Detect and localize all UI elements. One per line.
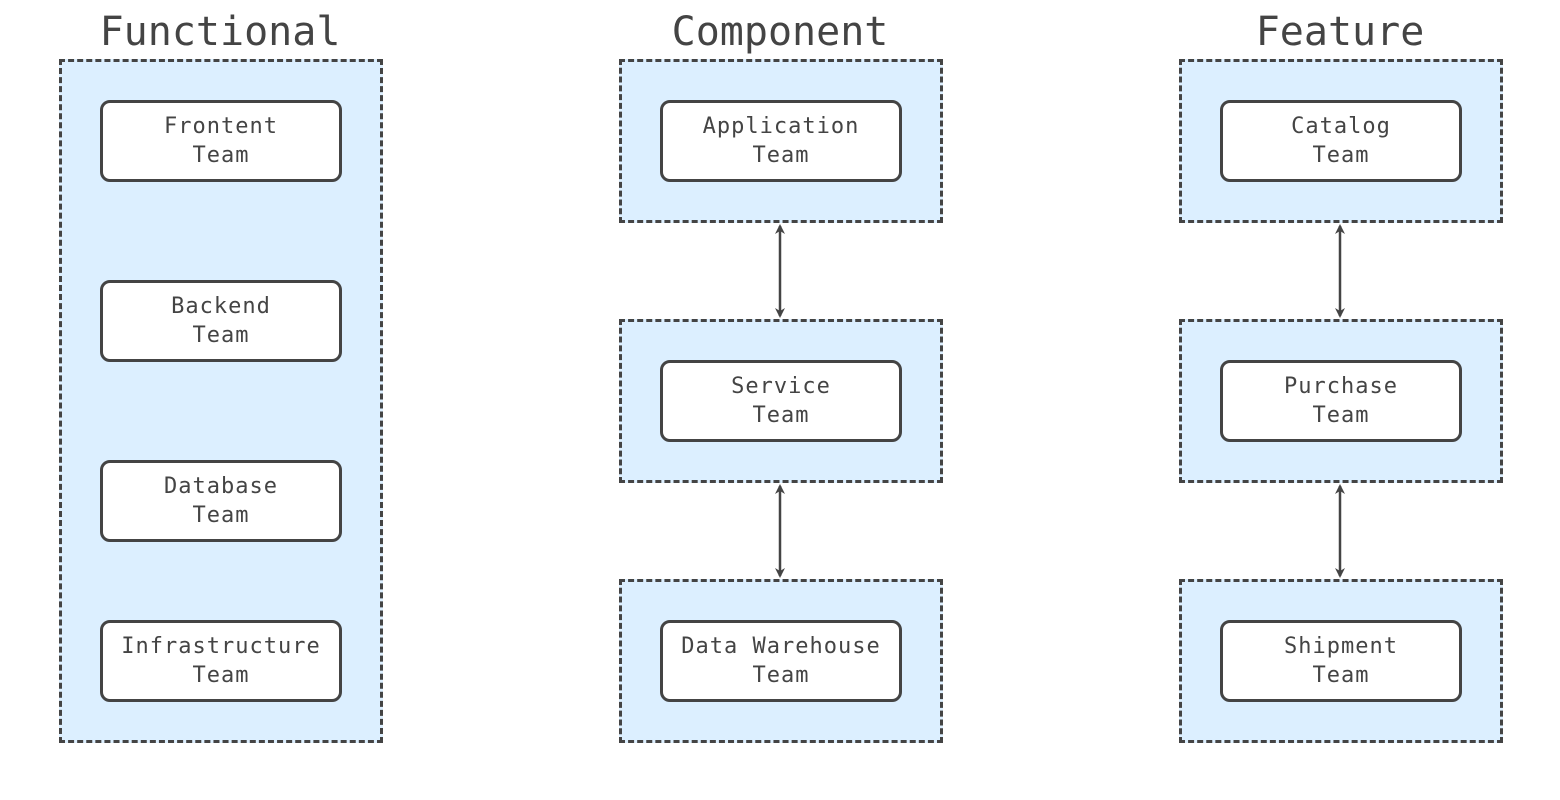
- feature-title: Feature: [1255, 9, 1425, 55]
- team-suffix: Team: [192, 663, 250, 688]
- team-suffix: Team: [192, 323, 250, 348]
- team-suffix: Team: [752, 403, 810, 428]
- team-name: Backend: [171, 294, 271, 319]
- purchase-team-box: Purchase Team: [1220, 360, 1462, 442]
- team-suffix: Team: [1312, 663, 1370, 688]
- team-suffix: Team: [1312, 403, 1370, 428]
- frontend-team-box: Frontent Team: [100, 100, 342, 182]
- team-suffix: Team: [192, 143, 250, 168]
- functional-group: Frontent Team Backend Team Database Team…: [59, 59, 383, 743]
- catalog-group: Catalog Team: [1179, 59, 1503, 223]
- team-suffix: Team: [1312, 143, 1370, 168]
- data-warehouse-group: Data Warehouse Team: [619, 579, 943, 743]
- team-name: Shipment: [1284, 634, 1398, 659]
- shipment-team-box: Shipment Team: [1220, 620, 1462, 702]
- application-team-box: Application Team: [660, 100, 902, 182]
- purchase-group: Purchase Team: [1179, 319, 1503, 483]
- data-warehouse-team-box: Data Warehouse Team: [660, 620, 902, 702]
- functional-title: Functional: [99, 9, 341, 55]
- team-name: Frontent: [164, 114, 278, 139]
- team-name: Service: [731, 374, 831, 399]
- application-group: Application Team: [619, 59, 943, 223]
- component-title: Component: [671, 9, 889, 55]
- team-suffix: Team: [752, 143, 810, 168]
- team-suffix: Team: [192, 503, 250, 528]
- service-team-box: Service Team: [660, 360, 902, 442]
- team-suffix: Team: [752, 663, 810, 688]
- team-name: Data Warehouse: [681, 634, 881, 659]
- service-group: Service Team: [619, 319, 943, 483]
- database-team-box: Database Team: [100, 460, 342, 542]
- backend-team-box: Backend Team: [100, 280, 342, 362]
- team-name: Purchase: [1284, 374, 1398, 399]
- shipment-group: Shipment Team: [1179, 579, 1503, 743]
- catalog-team-box: Catalog Team: [1220, 100, 1462, 182]
- team-name: Application: [702, 114, 860, 139]
- team-name: Database: [164, 474, 278, 499]
- team-name: Catalog: [1291, 114, 1391, 139]
- infrastructure-team-box: Infrastructure Team: [100, 620, 342, 702]
- team-name: Infrastructure: [121, 634, 321, 659]
